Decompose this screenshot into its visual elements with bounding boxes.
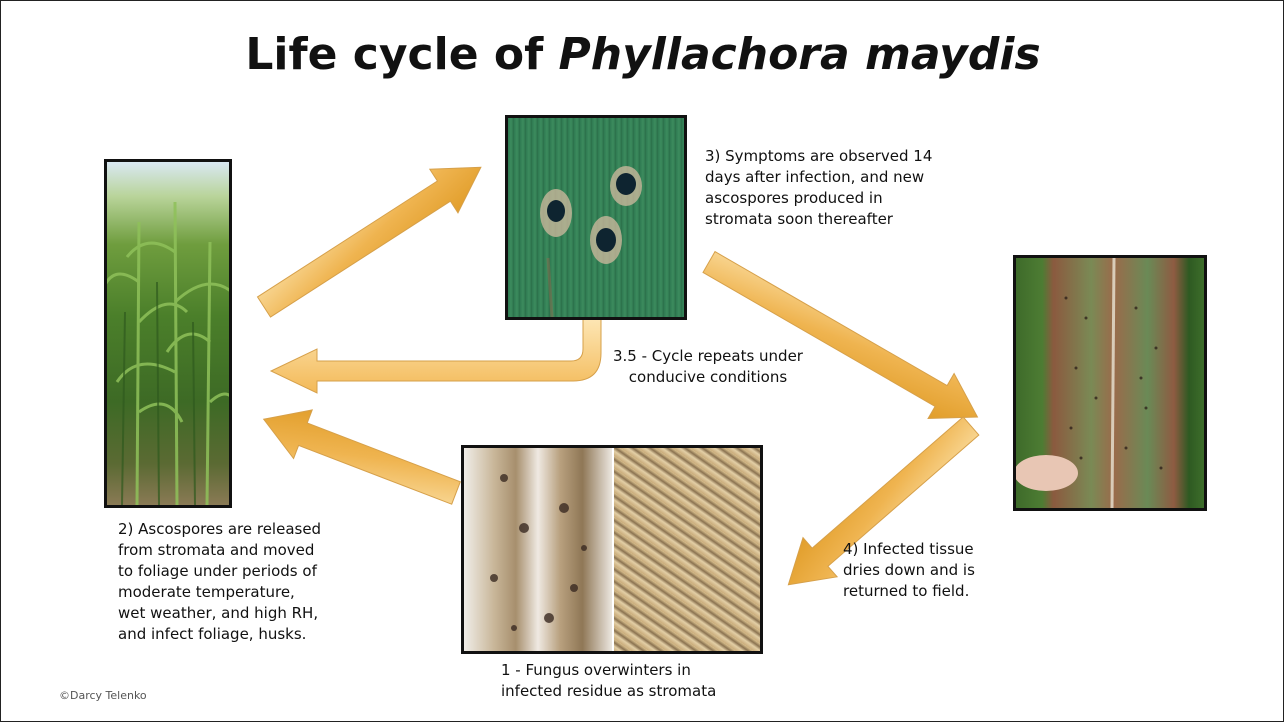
caption-step3-5-line: 3.5 - Cycle repeats under bbox=[613, 346, 803, 367]
arrow-residue-to-corn bbox=[254, 395, 465, 517]
caption-step2-line: wet weather, and high RH, bbox=[118, 603, 321, 624]
caption-step3-line: days after infection, and new bbox=[705, 167, 932, 188]
caption-step3: 3) Symptoms are observed 14 days after i… bbox=[705, 146, 932, 230]
caption-step1-line: 1 - Fungus overwinters in bbox=[501, 660, 716, 681]
caption-step4: 4) Infected tissue dries down and is ret… bbox=[843, 539, 975, 602]
corn-plants-photo bbox=[104, 159, 232, 508]
caption-step3-5: 3.5 - Cycle repeats under conducive cond… bbox=[613, 346, 803, 388]
caption-step2: 2) Ascospores are released from stromata… bbox=[118, 519, 321, 645]
caption-step1-line: infected residue as stromata bbox=[501, 681, 716, 702]
leaf-symptoms-photo bbox=[505, 115, 687, 320]
caption-step3-5-line: conducive conditions bbox=[613, 367, 803, 388]
infected-leaf-illustration bbox=[1016, 258, 1204, 508]
leaf-lesions-illustration bbox=[508, 118, 684, 317]
caption-step3-line: 3) Symptoms are observed 14 bbox=[705, 146, 932, 167]
caption-step2-line: from stromata and moved bbox=[118, 540, 321, 561]
arrow-symptoms-to-dried-leaf bbox=[696, 239, 990, 439]
caption-step4-line: 4) Infected tissue bbox=[843, 539, 975, 560]
caption-step2-line: to foliage under periods of bbox=[118, 561, 321, 582]
dried-stalk-panel bbox=[464, 448, 612, 651]
stalk-lesions-illustration bbox=[464, 448, 612, 651]
photo-credit: ©Darcy Telenko bbox=[59, 689, 147, 702]
infected-residue-photo bbox=[461, 445, 763, 654]
corn-plants-illustration bbox=[107, 162, 229, 505]
caption-step4-line: dries down and is bbox=[843, 560, 975, 581]
caption-step2-line: moderate temperature, bbox=[118, 582, 321, 603]
caption-step4-line: returned to field. bbox=[843, 581, 975, 602]
caption-step1: 1 - Fungus overwinters in infected resid… bbox=[501, 660, 716, 702]
field-residue-panel bbox=[614, 448, 763, 651]
caption-step3-line: stromata soon thereafter bbox=[705, 209, 932, 230]
arrow-corn-to-symptoms bbox=[250, 145, 495, 328]
arrow-cycle-repeats bbox=[271, 319, 601, 393]
infected-leaf-photo bbox=[1013, 255, 1207, 511]
caption-step2-line: 2) Ascospores are released bbox=[118, 519, 321, 540]
caption-step2-line: and infect foliage, husks. bbox=[118, 624, 321, 645]
caption-step3-line: ascospores produced in bbox=[705, 188, 932, 209]
